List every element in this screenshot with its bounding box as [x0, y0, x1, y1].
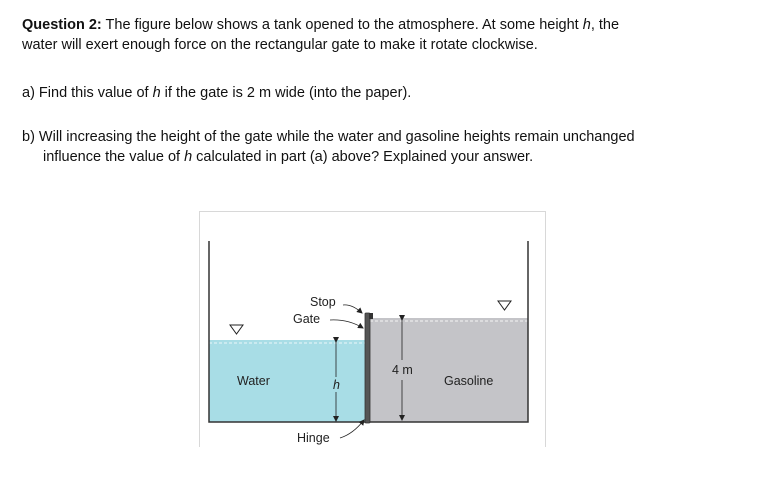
stop-leader [342, 304, 363, 314]
part-b: b) Will increasing the height of the gat… [22, 127, 752, 167]
question-intro: Question 2: The figure below shows a tan… [22, 15, 752, 55]
label-gate: Gate [293, 312, 320, 326]
part-b-line1: b) Will increasing the height of the gat… [22, 129, 635, 145]
variable-h: h [184, 149, 193, 165]
question-intro-line1: The figure below shows a tank opened to … [105, 17, 583, 33]
part-b-line2-suffix: calculated in part (a) above? Explained … [192, 149, 534, 165]
rectangular-gate [364, 312, 371, 424]
part-a-prefix: a) Find this value of [22, 85, 153, 101]
tank-diagram: Stop Gate Water h 4 m Gasoline Hinge [208, 241, 529, 445]
water-free-surface-icon [229, 324, 244, 335]
gate-stop [369, 313, 373, 319]
label-stop: Stop [310, 295, 336, 309]
label-hinge: Hinge [297, 431, 330, 445]
part-b-line2-prefix: influence the value of [43, 149, 185, 165]
part-a: a) Find this value of h if the gate is 2… [22, 83, 752, 103]
question-intro-line1-end: , the [590, 17, 620, 33]
label-gasoline: Gasoline [444, 374, 493, 388]
variable-h: h [582, 17, 591, 33]
question-intro-line2: water will exert enough force on the rec… [22, 37, 538, 53]
gasoline-region [370, 318, 528, 422]
question-number: Question 2: [22, 17, 102, 33]
part-a-suffix: if the gate is 2 m wide (into the paper)… [160, 85, 412, 101]
tank-figure: Stop Gate Water h 4 m Gasoline Hinge [199, 211, 546, 447]
label-water: Water [237, 374, 270, 388]
gate-leader [329, 319, 364, 329]
gasoline-free-surface-icon [497, 300, 512, 311]
variable-h: h [152, 85, 161, 101]
water-region [209, 340, 365, 422]
hinge-leader [339, 419, 365, 439]
label-h: h [333, 378, 340, 392]
label-four-m: 4 m [392, 363, 413, 377]
